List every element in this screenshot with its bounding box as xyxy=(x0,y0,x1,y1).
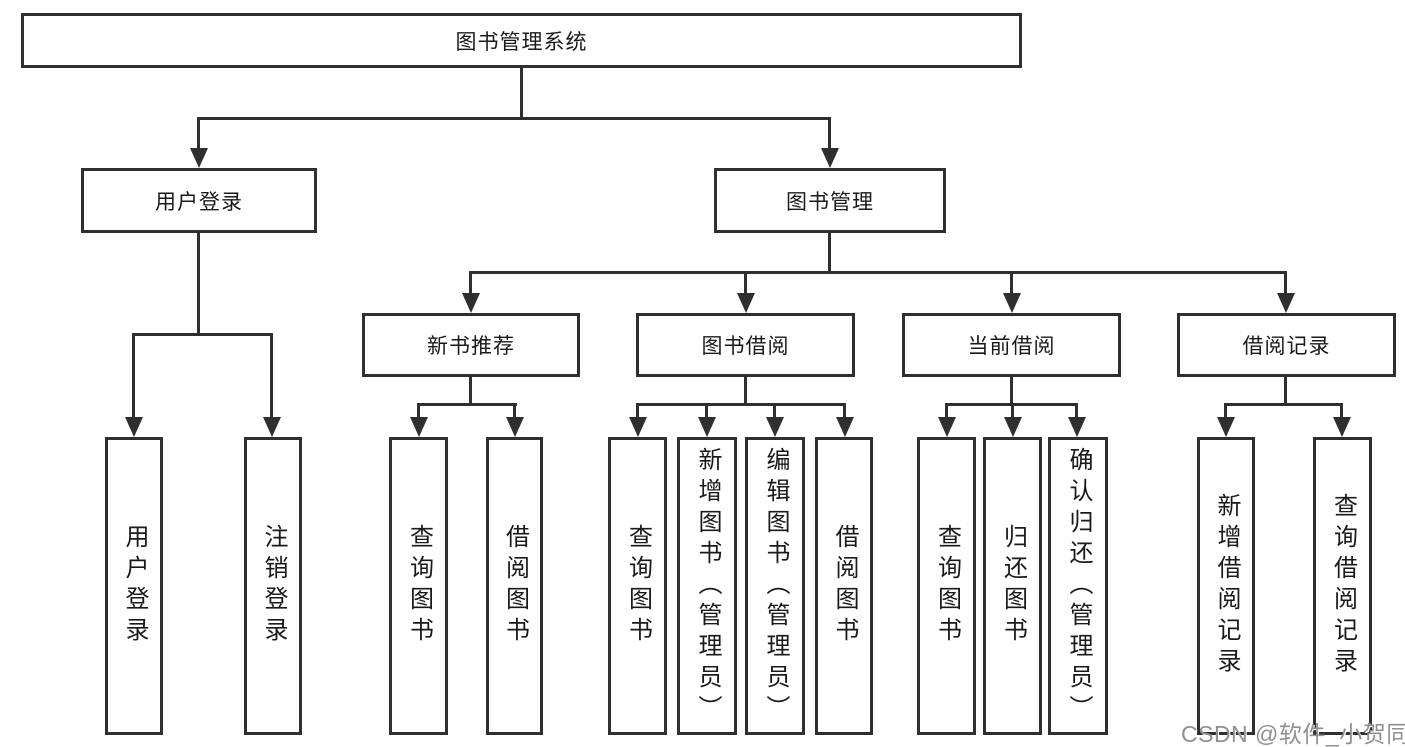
node-label: 用户登录 xyxy=(155,190,243,214)
connector-line xyxy=(828,117,831,150)
connector-line xyxy=(469,271,1287,274)
leaf-label: 查询图书 xyxy=(624,524,652,648)
leaf-label: 查询图书 xyxy=(405,524,433,648)
connector-line xyxy=(197,117,200,150)
leaf-label: 查询借阅记录 xyxy=(1329,493,1357,679)
connector-line xyxy=(513,403,516,417)
node-book-management: 图书管理 xyxy=(714,168,946,233)
arrowhead-icon xyxy=(190,148,208,168)
leaf-query-books-3: 查询图书 xyxy=(917,437,976,735)
leaf-borrow-books-1: 借阅图书 xyxy=(486,437,543,735)
arrowhead-icon xyxy=(698,417,716,437)
leaf-label: 编辑图书（管理员） xyxy=(762,446,789,726)
connector-line xyxy=(1010,377,1013,406)
node-label: 图书借阅 xyxy=(701,335,790,358)
leaf-query-books-1: 查询图书 xyxy=(389,437,448,735)
connector-line xyxy=(132,333,135,417)
arrowhead-icon xyxy=(821,148,839,168)
leaf-label: 新增图书（管理员） xyxy=(694,446,721,726)
arrowhead-icon xyxy=(766,417,784,437)
connector-line xyxy=(417,403,517,406)
leaf-return-books: 归还图书 xyxy=(983,437,1042,735)
leaf-label: 借阅图书 xyxy=(831,524,858,648)
connector-line xyxy=(1284,271,1287,293)
node-label: 当前借阅 xyxy=(967,335,1056,358)
node-current-borrowing: 当前借阅 xyxy=(902,313,1121,377)
leaf-label: 归还图书 xyxy=(999,524,1027,648)
connector-line xyxy=(828,233,831,273)
connector-line xyxy=(945,403,948,417)
connector-line xyxy=(197,233,200,335)
leaf-label: 新增借阅记录 xyxy=(1213,493,1240,679)
leaf-label: 查询图书 xyxy=(933,524,961,648)
leaf-label: 注销登录 xyxy=(260,524,287,648)
connector-line xyxy=(1340,403,1343,417)
leaf-query-borrow-record: 查询借阅记录 xyxy=(1313,437,1372,735)
arrowhead-icon xyxy=(938,417,956,437)
arrowhead-icon xyxy=(737,293,755,313)
leaf-user-login: 用户登录 xyxy=(105,437,163,735)
node-book-borrowing: 图书借阅 xyxy=(636,313,855,377)
arrowhead-icon xyxy=(1217,417,1235,437)
connector-line xyxy=(1224,403,1343,406)
node-label: 新书推荐 xyxy=(427,335,515,358)
arrowhead-icon xyxy=(836,417,854,437)
connector-line xyxy=(1284,377,1287,406)
arrowhead-icon xyxy=(410,417,428,437)
connector-line xyxy=(744,377,747,406)
connector-line xyxy=(469,377,472,406)
arrowhead-icon xyxy=(629,417,647,437)
node-label: 图书管理 xyxy=(786,190,874,214)
arrowhead-icon xyxy=(1004,417,1022,437)
leaf-logout: 注销登录 xyxy=(244,437,302,735)
connector-line xyxy=(417,403,420,417)
csdn-watermark: CSDN @软件_小贺同学 xyxy=(1181,721,1405,747)
leaf-query-books-2: 查询图书 xyxy=(608,437,667,735)
node-borrowing-records: 借阅记录 xyxy=(1177,313,1396,377)
connector-line xyxy=(1010,271,1013,293)
connector-line xyxy=(1011,403,1014,417)
leaf-edit-book-admin: 编辑图书（管理员） xyxy=(745,437,805,735)
node-library-management-system: 图书管理系统 xyxy=(21,13,1022,68)
arrowhead-icon xyxy=(1068,417,1086,437)
connector-line xyxy=(636,403,639,417)
connector-line xyxy=(469,271,472,293)
leaf-add-book-admin: 新增图书（管理员） xyxy=(677,437,737,735)
connector-line xyxy=(744,271,747,293)
connector-line xyxy=(636,403,846,406)
connector-line xyxy=(197,117,831,120)
connector-line xyxy=(773,403,776,417)
connector-line xyxy=(1224,403,1227,417)
leaf-label: 用户登录 xyxy=(121,524,148,648)
connector-line xyxy=(520,68,523,119)
node-label: 图书管理系统 xyxy=(455,30,588,54)
connector-line xyxy=(270,333,273,417)
node-user-login-group: 用户登录 xyxy=(81,168,317,233)
node-new-book-recommendation: 新书推荐 xyxy=(362,313,580,377)
arrowhead-icon xyxy=(125,417,143,437)
leaf-label: 确认归还（管理员） xyxy=(1065,446,1092,726)
connector-line xyxy=(843,403,846,417)
leaf-add-borrow-record: 新增借阅记录 xyxy=(1197,437,1255,735)
node-label: 借阅记录 xyxy=(1242,335,1331,358)
leaf-label: 借阅图书 xyxy=(501,524,529,648)
leaf-confirm-return-admin: 确认归还（管理员） xyxy=(1048,437,1108,735)
leaf-borrow-books-2: 借阅图书 xyxy=(815,437,873,735)
connector-line xyxy=(1075,403,1078,417)
arrowhead-icon xyxy=(1003,293,1021,313)
arrowhead-icon xyxy=(506,417,524,437)
arrowhead-icon xyxy=(1277,293,1295,313)
connector-line xyxy=(132,333,273,336)
connector-line xyxy=(705,403,708,417)
arrowhead-icon xyxy=(263,417,281,437)
arrowhead-icon xyxy=(1333,417,1351,437)
arrowhead-icon xyxy=(462,293,480,313)
